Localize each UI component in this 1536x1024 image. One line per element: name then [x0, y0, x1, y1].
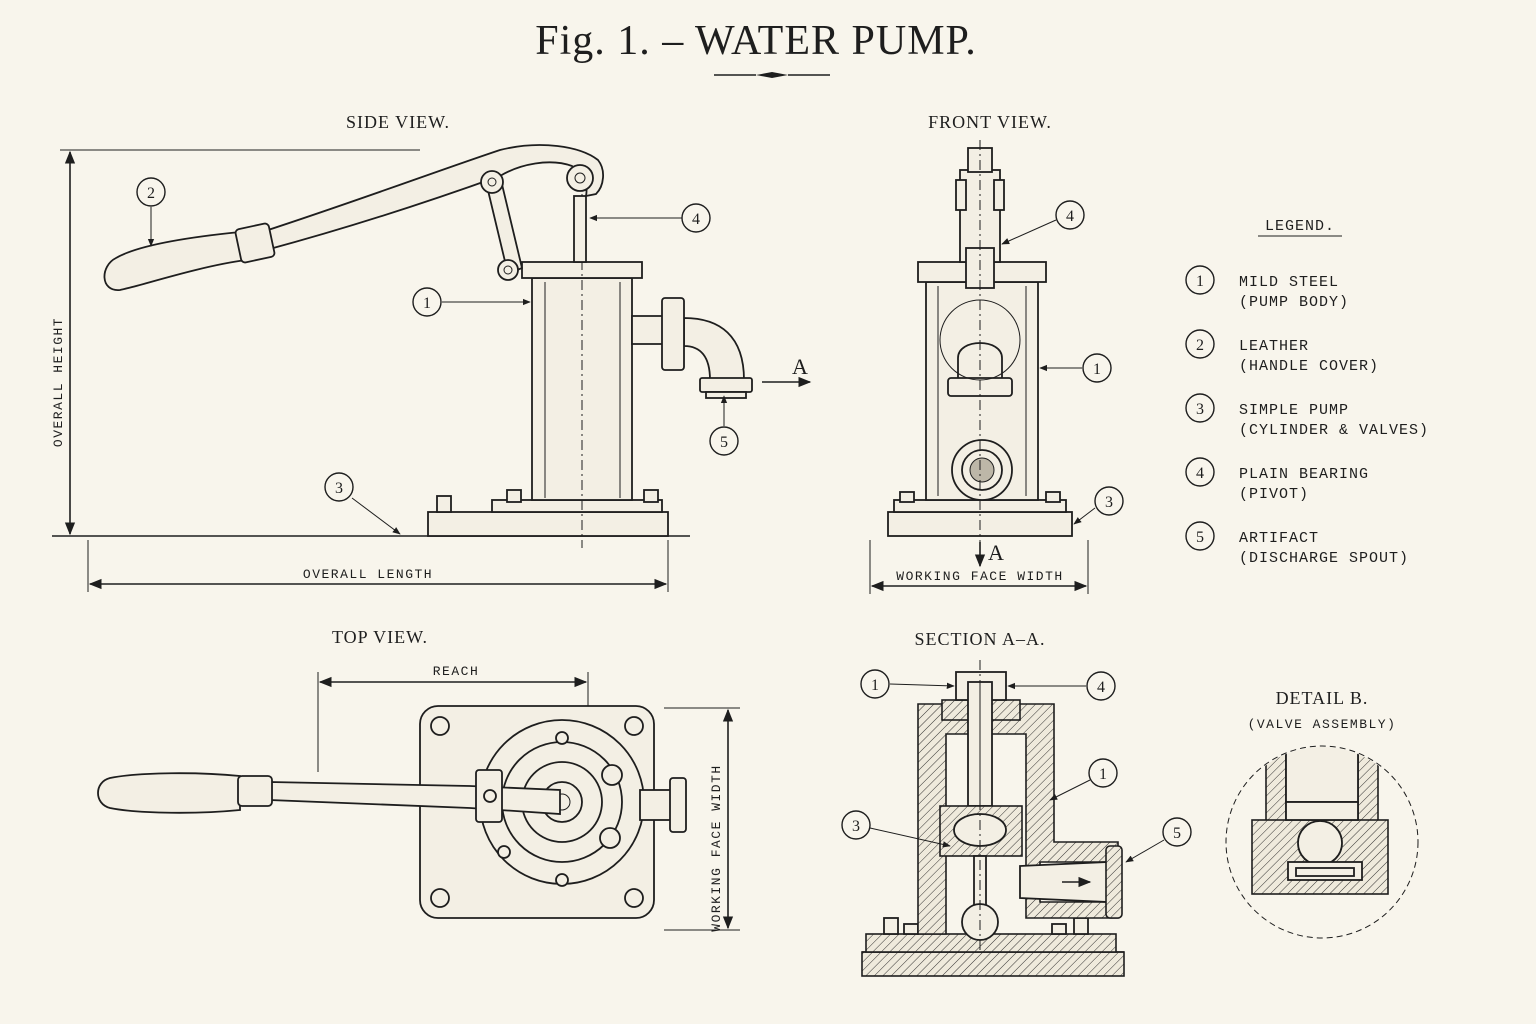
legend-item-number: 5 — [1196, 529, 1204, 546]
section-callout-4: 4 — [1007, 671, 1116, 701]
legend-item: 4 PLAIN BEARING (PIVOT) — [1185, 457, 1369, 503]
svg-text:2: 2 — [147, 185, 155, 202]
section-callout-1-body: 1 — [1049, 758, 1118, 801]
svg-text:1: 1 — [871, 677, 879, 694]
legend-item-name: MILD STEEL — [1239, 274, 1339, 291]
legend-item-marker — [1185, 457, 1215, 487]
side-callout-4: 4 — [589, 203, 711, 233]
top-view-label: TOP VIEW. — [332, 627, 428, 647]
top-handle-grip — [97, 772, 241, 814]
top-spout — [639, 789, 675, 821]
detail-view-label: DETAIL B. — [1276, 688, 1369, 708]
section-base-bolts — [883, 917, 1089, 935]
front-callout-3: 3 — [1073, 486, 1124, 525]
legend-item-description: (PIVOT) — [1239, 486, 1309, 503]
figure-title: Fig. 1. – WATER PUMP. — [535, 18, 977, 64]
top-view: TOP VIEW. REACH — [97, 627, 740, 932]
legend-item-description: (DISCHARGE SPOUT) — [1239, 550, 1409, 567]
legend-item-name: PLAIN BEARING — [1239, 466, 1369, 483]
section-callout-1-top: 1 — [860, 669, 955, 699]
svg-text:5: 5 — [720, 434, 728, 451]
svg-text:3: 3 — [335, 480, 343, 497]
legend-item-description: (CYLINDER & VALVES) — [1239, 422, 1429, 439]
svg-text:4: 4 — [1097, 679, 1105, 696]
front-callout-1: 1 — [1039, 353, 1112, 383]
side-callout-1: 1 — [412, 287, 531, 317]
side-view: SIDE VIEW. — [51, 112, 812, 592]
legend-item: 2 LEATHER (HANDLE COVER) — [1185, 329, 1379, 375]
legend-item-marker — [1185, 393, 1215, 423]
front-view-label: FRONT VIEW. — [928, 112, 1052, 132]
legend-item-marker — [1185, 521, 1215, 551]
side-handle-grip — [103, 231, 248, 291]
side-base-plate — [427, 511, 669, 537]
section-view: SECTION A–A. — [841, 629, 1192, 977]
legend-item: 3 SIMPLE PUMP (CYLINDER & VALVES) — [1185, 393, 1429, 439]
legend-item-number: 4 — [1196, 465, 1204, 482]
front-working-face-width-label: WORKING FACE WIDTH — [896, 569, 1063, 584]
legend-item-description: (HANDLE COVER) — [1239, 358, 1379, 375]
top-working-face-width-label: WORKING FACE WIDTH — [709, 764, 724, 931]
legend-title: LEGEND. — [1265, 218, 1335, 235]
top-flange-bolts — [497, 731, 623, 887]
top-base-bolt-holes — [430, 716, 644, 908]
legend: LEGEND. 1 MILD STEEL (PUMP BODY) 2 LEATHER (H… — [1185, 218, 1429, 567]
side-callout-2: 2 — [136, 177, 166, 247]
svg-text:1: 1 — [1093, 361, 1101, 378]
legend-item-name: LEATHER — [1239, 338, 1309, 355]
detail-valve-assembly — [1251, 747, 1389, 895]
side-plunger-rod — [573, 195, 587, 263]
side-base-bolts — [436, 489, 659, 513]
front-view: FRONT VIEW. A WORKING FACE WID — [869, 112, 1124, 594]
section-callout-5: 5 — [1125, 817, 1192, 863]
section-callout-3: 3 — [841, 810, 951, 848]
side-view-label: SIDE VIEW. — [346, 112, 450, 132]
side-callout-3: 3 — [324, 472, 401, 535]
legend-item-description: (PUMP BODY) — [1239, 294, 1349, 311]
reach-label: REACH — [433, 664, 480, 679]
svg-text:3: 3 — [852, 818, 860, 835]
legend-item-number: 1 — [1196, 273, 1204, 290]
svg-text:1: 1 — [1099, 766, 1107, 783]
side-callout-5: 5 — [709, 395, 739, 456]
detail-view-subtitle: (VALVE ASSEMBLY) — [1248, 717, 1397, 732]
legend-item-number: 2 — [1196, 337, 1204, 354]
legend-item: 1 MILD STEEL (PUMP BODY) — [1185, 265, 1349, 311]
svg-text:4: 4 — [1066, 208, 1074, 225]
svg-text:4: 4 — [692, 211, 700, 228]
legend-item-name: ARTIFACT — [1239, 530, 1319, 547]
side-section-mark: A — [792, 354, 808, 379]
legend-item-number: 3 — [1196, 401, 1204, 418]
section-view-label: SECTION A–A. — [914, 629, 1045, 649]
svg-text:1: 1 — [423, 295, 431, 312]
overall-height-label: OVERALL HEIGHT — [51, 317, 66, 447]
svg-text:3: 3 — [1105, 494, 1113, 511]
legend-item-marker — [1185, 265, 1215, 295]
legend-item-marker — [1185, 329, 1215, 359]
legend-item: 5 ARTIFACT (DISCHARGE SPOUT) — [1185, 521, 1409, 567]
front-section-mark: A — [988, 540, 1004, 565]
side-pump-lever — [260, 144, 604, 252]
title-ornament — [714, 72, 830, 78]
detail-view: DETAIL B. (VALVE ASSEMBLY) — [1225, 688, 1419, 939]
overall-length-label: OVERALL LENGTH — [303, 567, 433, 582]
svg-text:5: 5 — [1173, 825, 1181, 842]
legend-item-name: SIMPLE PUMP — [1239, 402, 1349, 419]
front-callout-4: 4 — [1001, 200, 1085, 245]
